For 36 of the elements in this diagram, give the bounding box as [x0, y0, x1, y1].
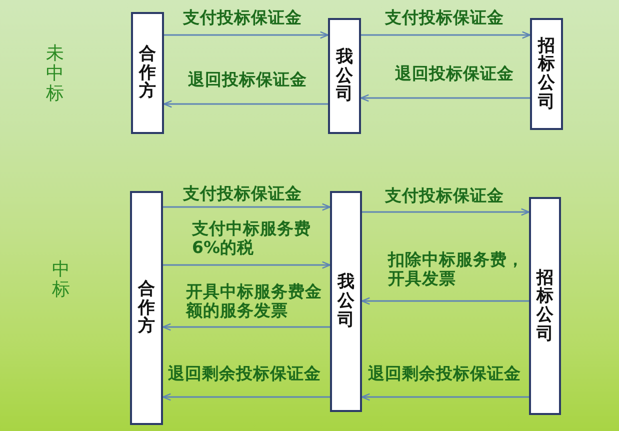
arrow [163, 261, 331, 269]
entity-box [328, 18, 361, 134]
node-label: 合作方 [139, 44, 156, 102]
entity-box [130, 191, 163, 425]
edge-label: 退回剩余投标保证金 [368, 365, 522, 384]
arrow [361, 393, 529, 401]
arrow [163, 203, 331, 211]
arrow [162, 393, 330, 401]
edge-label: 退回剩余投标保证金 [168, 365, 322, 384]
entity-box [131, 12, 164, 134]
arrow [162, 323, 330, 331]
arrow [360, 94, 530, 102]
node-label: 招标公司 [538, 36, 555, 112]
edge-label: 退回投标保证金 [395, 65, 515, 84]
section-label: 中标 [52, 260, 70, 300]
edge-label: 支付投标保证金 [183, 185, 303, 204]
edge-label: 支付投标保证金 [183, 9, 303, 28]
entity-box [330, 191, 362, 412]
entity-box [530, 18, 563, 130]
entity-box [529, 197, 561, 415]
node-label: 合作方 [138, 280, 155, 336]
edge-label: 支付投标保证金 [385, 187, 505, 206]
node-label: 我公司 [338, 273, 354, 330]
edge-label: 支付投标保证金 [385, 9, 505, 28]
edge-label: 开具中标服务费金额的服务发票 [186, 283, 323, 321]
arrow [362, 208, 530, 216]
arrow [164, 31, 329, 39]
node-label: 我公司 [336, 48, 353, 104]
edge-label: 支付中标服务费6%的税 [192, 220, 312, 258]
edge-label: 退回投标保证金 [188, 71, 308, 90]
arrow [361, 297, 529, 305]
edge-label: 扣除中标服务费，开具发票 [388, 251, 525, 289]
node-label: 招标公司 [536, 268, 554, 344]
arrow [163, 100, 328, 108]
section-label: 未中标 [46, 44, 64, 104]
arrow [361, 31, 531, 39]
